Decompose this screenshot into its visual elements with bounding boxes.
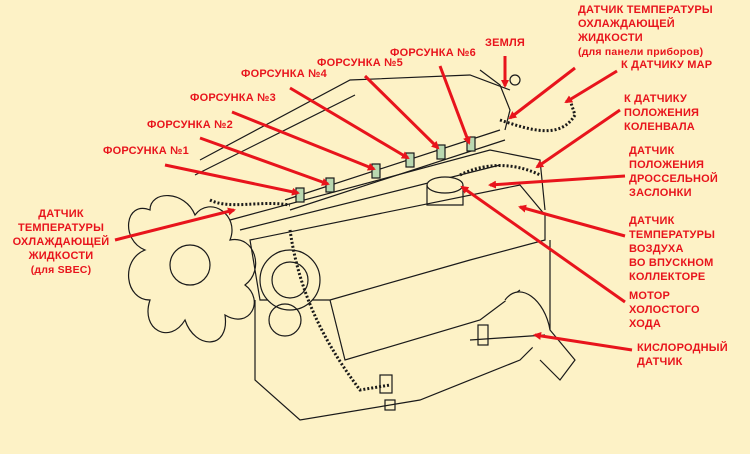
label-line: ПОЛОЖЕНИЯ: [624, 107, 700, 119]
label-line: ВОЗДУХА: [629, 243, 684, 255]
arrow-crank: [535, 108, 621, 169]
arrow-coolant-sbec: [114, 207, 236, 242]
label-line: ДАТЧИК: [38, 208, 84, 220]
label-injector-3: ФОРСУНКА №3: [190, 92, 276, 104]
label-line: ОХЛАЖДАЮЩЕЙ: [12, 236, 110, 248]
label-line: ДАТЧИК: [637, 356, 683, 368]
label-line: (для SBEC): [30, 264, 92, 276]
label-throttle-sensor: ДАТЧИК ПОЛОЖЕНИЯ ДРОССЕЛЬНОЙ ЗАСЛОНКИ: [629, 144, 718, 200]
label-line: ЖИДКОСТИ: [578, 32, 643, 44]
label-line: ЖИДКОСТИ: [28, 250, 94, 262]
label-line: ХОДА: [629, 318, 662, 330]
label-coolant-temp-panel: ДАТЧИК ТЕМПЕРАТУРЫ ОХЛАЖДАЮЩЕЙ ЖИДКОСТИ …: [578, 3, 713, 59]
arrow-throttle: [488, 174, 626, 189]
label-injector-5: ФОРСУНКА №5: [317, 57, 403, 69]
label-line: (для панели приборов): [578, 46, 704, 58]
arrow-intake-air: [518, 204, 626, 238]
label-ground: ЗЕМЛЯ: [485, 37, 526, 49]
label-line: К ДАТЧИКУ: [624, 93, 687, 105]
label-map-sensor: К ДАТЧИКУ MAP: [621, 59, 713, 71]
label-line: ТЕМПЕРАТУРЫ: [17, 222, 105, 234]
label-idle-motor: МОТОР ХОЛОСТОГО ХОДА: [629, 289, 700, 331]
arrow-injector-4: [289, 86, 410, 160]
label-injector-1: ФОРСУНКА №1: [103, 145, 189, 157]
label-line: ОХЛАЖДАЮЩЕЙ: [578, 18, 675, 30]
label-line: ДАТЧИК ТЕМПЕРАТУРЫ: [578, 4, 713, 16]
label-line: ДРОССЕЛЬНОЙ: [629, 173, 719, 185]
label-line: ДАТЧИК: [629, 145, 675, 157]
arrow-oxygen: [533, 331, 633, 352]
arrow-coolant-panel: [508, 66, 576, 120]
label-coolant-temp-sbec: ДАТЧИК ТЕМПЕРАТУРЫ ОХЛАЖДАЮЩЕЙ ЖИДКОСТИ …: [8, 207, 114, 277]
arrow-map: [564, 69, 618, 104]
arrow-idle-motor: [460, 185, 626, 304]
label-oxygen-sensor: КИСЛОРОДНЫЙ ДАТЧИК: [637, 341, 728, 369]
label-injector-2: ФОРСУНКА №2: [147, 119, 233, 131]
label-crank-sensor: К ДАТЧИКУ ПОЛОЖЕНИЯ КОЛЕНВАЛА: [624, 92, 699, 134]
label-line: КИСЛОРОДНЫЙ: [637, 342, 728, 354]
label-injector-4: ФОРСУНКА №4: [241, 68, 327, 80]
label-line: ТЕМПЕРАТУРЫ: [629, 229, 716, 241]
engine-line-art: [128, 69, 577, 421]
label-line: КОЛЛЕКТОРЕ: [629, 271, 706, 283]
label-line: ДАТЧИК: [629, 215, 675, 227]
label-line: ХОЛОСТОГО: [629, 304, 700, 316]
label-line: КОЛЕНВАЛА: [624, 121, 695, 133]
arrow-injector-2: [199, 136, 330, 186]
callout-arrows: [114, 56, 633, 352]
label-intake-air-temp: ДАТЧИК ТЕМПЕРАТУРЫ ВОЗДУХА ВО ВПУСКНОМ К…: [629, 214, 715, 284]
label-line: ЗАСЛОНКИ: [629, 187, 692, 199]
arrow-injector-1: [164, 163, 300, 196]
label-injector-6: ФОРСУНКА №6: [390, 47, 476, 59]
arrow-injector-5: [363, 74, 440, 150]
label-line: ВО ВПУСКНОМ: [629, 257, 714, 269]
arrow-injector-3: [231, 110, 376, 171]
arrow-injector-6: [438, 65, 471, 145]
label-line: ПОЛОЖЕНИЯ: [629, 159, 705, 171]
label-line: МОТОР: [629, 290, 671, 302]
